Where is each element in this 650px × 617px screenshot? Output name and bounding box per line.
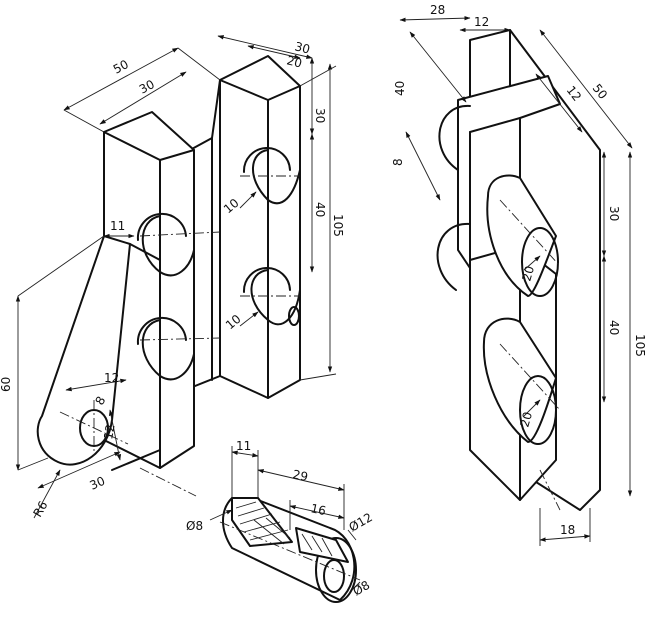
dim-left-arm-30: 30 — [88, 474, 108, 493]
dim-right-30: 30 — [607, 206, 621, 221]
dim-left-30-right: 30 — [293, 39, 311, 56]
dim-pin-dia8-left: Ø8 — [186, 519, 203, 533]
dim-pin-16: 16 — [309, 501, 327, 518]
dim-right-50: 50 — [590, 81, 610, 102]
left-web-plate — [189, 79, 221, 389]
dim-left-11: 11 — [110, 219, 125, 233]
right-part-drawing: 28 12 50 12 40 8 30 40 105 20 20 18 — [391, 3, 647, 546]
dim-pin-dia8-right: Ø8 — [351, 578, 373, 599]
dim-left-hole-12-vertical: 12 — [101, 423, 117, 440]
left-part-drawing: 50 30 30 20 30 40 105 10 10 11 60 12 8 1… — [0, 35, 345, 520]
right-lower-cylinder — [482, 317, 557, 445]
dim-pin-dia12: Ø12 — [347, 510, 375, 534]
dim-left-50: 50 — [111, 57, 131, 77]
dim-right-8: 8 — [391, 158, 405, 166]
dim-pin-29: 29 — [291, 467, 309, 484]
dim-left-side-105: 105 — [331, 214, 345, 237]
dim-right-40: 40 — [393, 81, 407, 96]
dim-right-105: 105 — [633, 334, 647, 357]
dim-right-side-40: 40 — [607, 320, 621, 335]
dim-right-r20-top: 20 — [519, 264, 537, 283]
right-dimension-lines — [399, 15, 633, 546]
dim-left-side-40: 40 — [313, 202, 327, 217]
dim-left-r6: R6 — [30, 499, 50, 520]
dim-left-hole-12: 12 — [104, 371, 119, 385]
dim-pin-11: 11 — [236, 439, 251, 453]
dim-right-18: 18 — [560, 523, 575, 537]
dim-right-r20-bottom: 20 — [517, 410, 535, 429]
left-back-plate — [219, 55, 301, 399]
dim-left-30-top: 30 — [137, 77, 157, 97]
dim-right-28: 28 — [430, 3, 445, 17]
pin-cutaway-drawing: 11 29 16 Ø8 Ø12 Ø8 — [186, 439, 375, 603]
dim-left-60: 60 — [0, 377, 13, 392]
dim-left-20: 20 — [285, 53, 303, 70]
dim-right-12-top: 12 — [474, 15, 489, 29]
dim-left-side-30: 30 — [313, 108, 327, 123]
left-dimension-lines — [15, 35, 337, 519]
dim-right-12-side: 12 — [564, 83, 584, 104]
